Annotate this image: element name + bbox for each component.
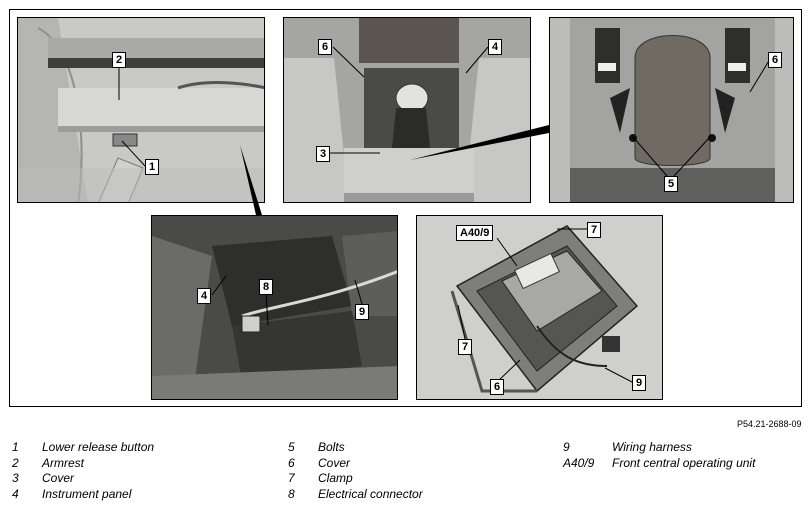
callout-electrical-connector: 8 [259, 279, 274, 295]
callout-clamp-top: 7 [587, 222, 602, 238]
figure-reference: P54.21-2688-09 [737, 419, 802, 429]
operating-unit-drawing [417, 216, 662, 399]
photo-console-bolts [549, 17, 794, 203]
armrest-drawing [18, 18, 264, 202]
callout-wiring-harness: 9 [632, 375, 647, 391]
callout-cover-left: 6 [318, 39, 333, 55]
callout-bolts: 5 [664, 176, 679, 192]
callout-cover-bottom: 6 [490, 379, 505, 395]
callout-instrument-panel: 4 [197, 288, 212, 304]
callout-front-central-operating-unit: A40/9 [456, 225, 494, 241]
callout-lower-release-button: 1 [145, 159, 160, 175]
bolts-drawing [550, 18, 793, 202]
callout-wiring-harness-top: 9 [355, 304, 370, 320]
photo-operating-unit [416, 215, 663, 400]
callout-cover-console: 3 [316, 146, 331, 162]
callout-armrest: 2 [112, 52, 127, 68]
photo-armrest [17, 17, 265, 203]
callout-cover-right: 6 [768, 52, 783, 68]
callout-instrument-panel-top: 4 [488, 39, 503, 55]
callout-clamp-left: 7 [458, 339, 473, 355]
